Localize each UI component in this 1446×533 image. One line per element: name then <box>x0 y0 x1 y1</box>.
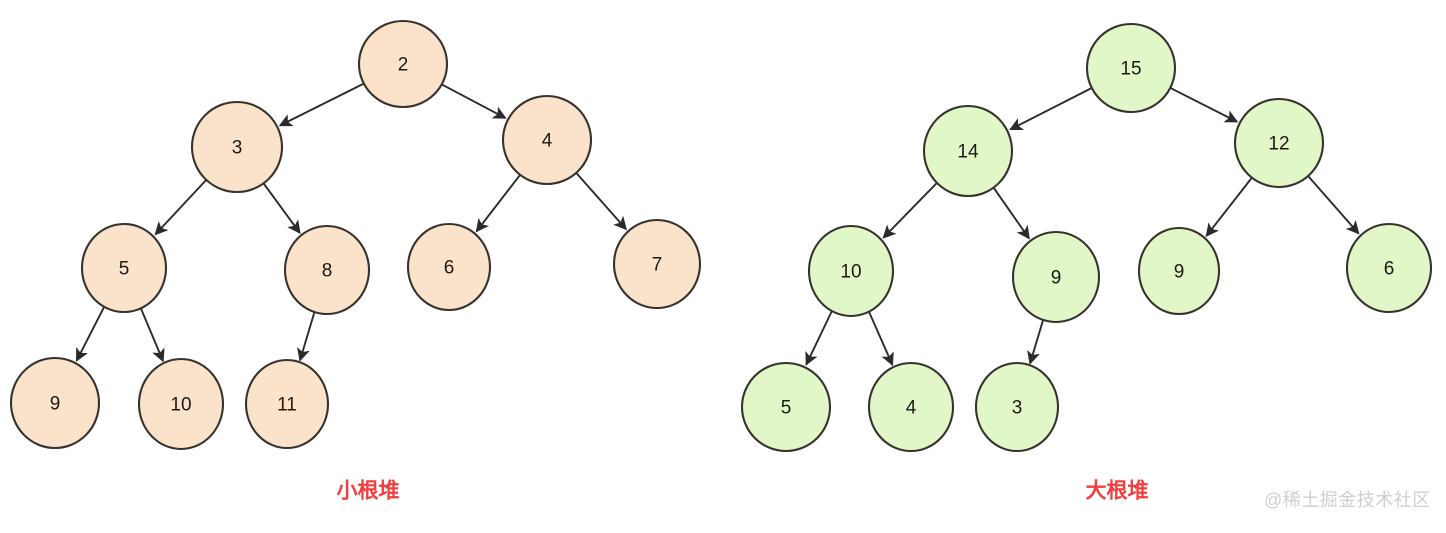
nodes-layer: 2 3 4 5 8 6 7 9 10 11 15 14 12 10 9 9 6 5 4 3 <box>9 19 1433 453</box>
node-value-label: 6 <box>444 258 455 279</box>
tree-edge <box>440 82 507 119</box>
node-circle <box>190 100 284 194</box>
tree-node[interactable]: 9 <box>1137 226 1221 316</box>
node-circle <box>1233 97 1325 189</box>
node-value-label: 6 <box>1384 259 1395 280</box>
tree-node[interactable]: 11 <box>244 358 330 450</box>
tree-node[interactable]: 9 <box>9 356 101 450</box>
node-value-label: 5 <box>781 398 792 419</box>
node-circle <box>740 361 832 453</box>
node-value-label: 9 <box>50 394 61 415</box>
node-circle <box>244 358 330 450</box>
node-value-label: 10 <box>840 262 861 283</box>
node-value-label: 10 <box>170 395 191 416</box>
tree-node[interactable]: 4 <box>867 361 955 453</box>
node-value-label: 15 <box>1120 59 1141 80</box>
node-value-label: 14 <box>957 142 979 163</box>
tree-edge <box>1168 86 1239 123</box>
tree-edge <box>1306 174 1360 235</box>
node-circle <box>80 222 168 314</box>
tree-node[interactable]: 6 <box>1345 222 1433 314</box>
tree-node[interactable]: 3 <box>974 361 1060 453</box>
node-circle <box>9 356 101 450</box>
tree-edge <box>574 171 628 231</box>
node-value-label: 2 <box>398 55 409 76</box>
node-circle <box>922 104 1014 198</box>
tree-node[interactable]: 3 <box>190 100 284 194</box>
node-value-label: 9 <box>1051 268 1062 289</box>
heap-caption-min-heap: 小根堆 <box>337 480 400 503</box>
tree-edge <box>154 178 208 236</box>
tree-edge <box>262 181 301 234</box>
node-circle <box>283 224 371 316</box>
node-circle <box>406 222 492 312</box>
captions-layer: 小根堆 大根堆 <box>337 480 1149 503</box>
node-value-label: 3 <box>1012 398 1023 419</box>
node-circle <box>807 224 895 318</box>
heap-caption-max-heap: 大根堆 <box>1086 480 1149 503</box>
tree-edge <box>297 309 316 362</box>
tree-edge <box>1027 317 1045 365</box>
tree-edge <box>278 82 366 127</box>
tree-node[interactable]: 12 <box>1233 97 1325 189</box>
node-value-label: 5 <box>119 259 130 280</box>
node-value-label: 8 <box>322 261 333 282</box>
node-circle <box>612 218 702 310</box>
node-circle <box>137 357 225 451</box>
tree-node[interactable]: 4 <box>501 94 593 186</box>
tree-edge <box>75 304 106 362</box>
node-circle <box>974 361 1060 453</box>
node-circle <box>1085 22 1177 114</box>
tree-node[interactable]: 5 <box>80 222 168 314</box>
tree-edge <box>992 186 1030 240</box>
node-circle <box>1137 226 1221 316</box>
watermark-text: @稀土掘金技术社区 <box>1264 490 1431 510</box>
tree-node[interactable]: 10 <box>807 224 895 318</box>
node-value-label: 11 <box>277 395 297 416</box>
node-value-label: 4 <box>906 398 917 419</box>
tree-edge <box>867 309 894 367</box>
node-circle <box>501 94 593 186</box>
tree-edge <box>1205 176 1254 237</box>
node-value-label: 9 <box>1174 262 1185 283</box>
tree-edge <box>1009 86 1094 131</box>
tree-node[interactable]: 9 <box>1011 230 1101 324</box>
tree-edge <box>882 181 939 239</box>
tree-node[interactable]: 7 <box>612 218 702 310</box>
tree-edge <box>475 173 522 233</box>
tree-node[interactable]: 8 <box>283 224 371 316</box>
node-value-label: 12 <box>1268 134 1289 155</box>
node-value-label: 4 <box>542 131 553 152</box>
node-value-label: 7 <box>652 255 663 276</box>
node-circle <box>357 19 449 109</box>
tree-edge <box>805 308 834 366</box>
edges-layer <box>75 82 1360 367</box>
node-circle <box>867 361 955 453</box>
tree-node[interactable]: 5 <box>740 361 832 453</box>
tree-node[interactable]: 15 <box>1085 22 1177 114</box>
tree-edge <box>139 306 165 363</box>
node-circle <box>1345 222 1433 314</box>
tree-node[interactable]: 6 <box>406 222 492 312</box>
tree-node[interactable]: 10 <box>137 357 225 451</box>
tree-node[interactable]: 2 <box>357 19 449 109</box>
tree-node[interactable]: 14 <box>922 104 1014 198</box>
node-circle <box>1011 230 1101 324</box>
node-value-label: 3 <box>232 138 243 159</box>
